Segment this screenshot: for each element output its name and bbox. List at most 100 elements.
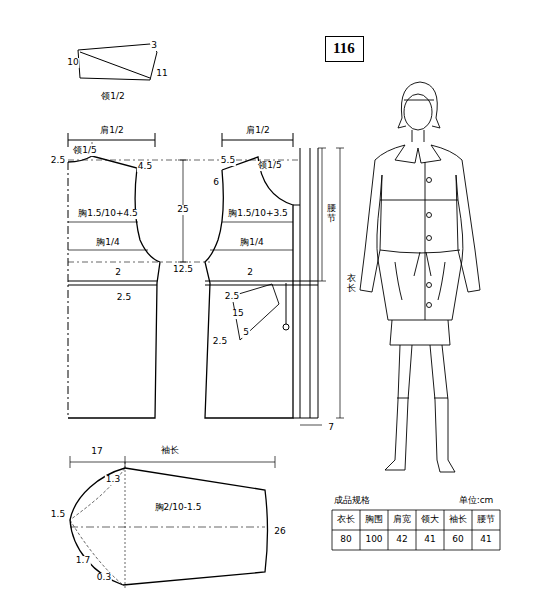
fashion-figure (380, 162, 460, 320)
fashion-figure (431, 145, 480, 292)
dimension-label: 4.5 (137, 162, 153, 172)
dimension-label: 领1/5 (257, 161, 282, 171)
dimension-label: 胸1/4 (95, 238, 120, 248)
back-bodice (68, 222, 148, 250)
dimension-label: 5 (242, 328, 250, 338)
dimension-label: 1.5 (50, 510, 66, 520)
dimension-label: 3 (150, 41, 158, 51)
sleeve (70, 456, 275, 468)
front-bodice (205, 281, 318, 285)
back-bodice (68, 156, 160, 418)
dimension-label: 肩1/2 (99, 126, 124, 136)
fashion-figure (377, 175, 463, 320)
dimension-label: 2.5 (212, 337, 228, 347)
table-cell: 腰节 (476, 515, 496, 525)
dimension-label: 1.7 (75, 556, 91, 566)
dimension-label: 7 (327, 423, 335, 433)
front-bodice (300, 425, 322, 426)
back-bodice (68, 281, 157, 285)
front-bodice (210, 222, 293, 250)
dimension-label: 胸1.5/10+3.5 (227, 209, 289, 219)
dimension-label: 5.5 (220, 156, 236, 166)
sleeve (125, 462, 126, 590)
dimension-label: 25 (176, 205, 189, 215)
collar-piece (80, 52, 150, 78)
sleeve (123, 468, 268, 585)
fashion-figure (412, 130, 424, 142)
table-cell: 胸围 (364, 515, 384, 525)
dimension-label: 胸2/10-1.5 (154, 503, 203, 513)
dimension-label: 2 (246, 268, 254, 278)
sleeve (70, 456, 275, 590)
front-bodice (283, 324, 289, 330)
table-cell: 41 (423, 535, 436, 545)
fashion-figure (398, 82, 440, 128)
back-bodice (68, 133, 300, 418)
dimension-label: 腰节 (327, 203, 336, 225)
dimension-label: 2.5 (224, 292, 240, 302)
fashion-figure (395, 262, 445, 300)
dimension-label: 领1/2 (100, 92, 125, 102)
collar-piece (78, 44, 157, 80)
front-bodice (205, 157, 293, 418)
dimension-label: 肩1/2 (245, 126, 270, 136)
fashion-figure (430, 345, 455, 472)
back-bodice (68, 160, 300, 262)
table-cell: 100 (364, 535, 383, 545)
dimension-label: 6 (212, 178, 220, 188)
fashion-figure (390, 320, 450, 345)
fashion-figure (360, 145, 405, 292)
dimension-label: 衣长 (347, 273, 356, 295)
fashion-figure (427, 213, 432, 218)
dimension-label: 2 (114, 268, 122, 278)
table-cell: 肩宽 (392, 515, 412, 525)
dimension-label: 2.5 (116, 293, 132, 303)
fashion-figure (385, 345, 412, 470)
figure-number-box: 116 (325, 36, 364, 62)
front-bodice (336, 148, 344, 418)
table-cell: 80 (339, 535, 352, 545)
dimension-label: 领1/5 (72, 146, 97, 156)
fashion-figure (404, 94, 432, 130)
fashion-figure (414, 252, 431, 276)
table-cell: 60 (451, 535, 464, 545)
dimension-label: 11 (155, 69, 168, 79)
table-cell: 42 (395, 535, 408, 545)
size-table (332, 510, 500, 550)
dimension-label: 胸1.5/10+4.5 (77, 209, 139, 219)
dimension-label: 2.5 (50, 156, 66, 166)
dimension-label: 10 (66, 58, 79, 68)
collar-piece (78, 44, 157, 80)
back-bodice (68, 162, 69, 418)
size-table (332, 510, 500, 550)
fashion-figure (395, 145, 441, 163)
dimension-label: 15 (231, 309, 244, 319)
table-cell: 单位:cm (458, 496, 495, 506)
figure-number: 116 (333, 41, 356, 56)
dimension-label: 17 (90, 447, 103, 457)
front-bodice (205, 133, 344, 425)
table-cell: 41 (479, 535, 492, 545)
dimension-label: 1.3 (105, 475, 121, 485)
sleeve (70, 468, 125, 585)
dimension-label: 胸1/4 (239, 238, 264, 248)
dimension-label: 袖长 (160, 446, 180, 456)
size-table (360, 510, 472, 550)
dimension-label: 12.5 (172, 265, 194, 275)
front-bodice (286, 283, 287, 324)
dimension-label: 26 (273, 527, 286, 537)
fashion-figure (427, 178, 432, 183)
table-cell: 领大 (420, 515, 440, 525)
front-bodice (293, 148, 318, 418)
fashion-figure (427, 236, 432, 241)
sleeve (70, 527, 265, 528)
table-cell: 袖长 (448, 515, 468, 525)
table-cell: 衣长 (336, 515, 356, 525)
fashion-figure (427, 283, 432, 288)
sleeve (70, 468, 125, 585)
table-cell: 成品规格 (333, 496, 371, 506)
fashion-figure (427, 303, 432, 308)
fashion-figure (360, 82, 480, 472)
